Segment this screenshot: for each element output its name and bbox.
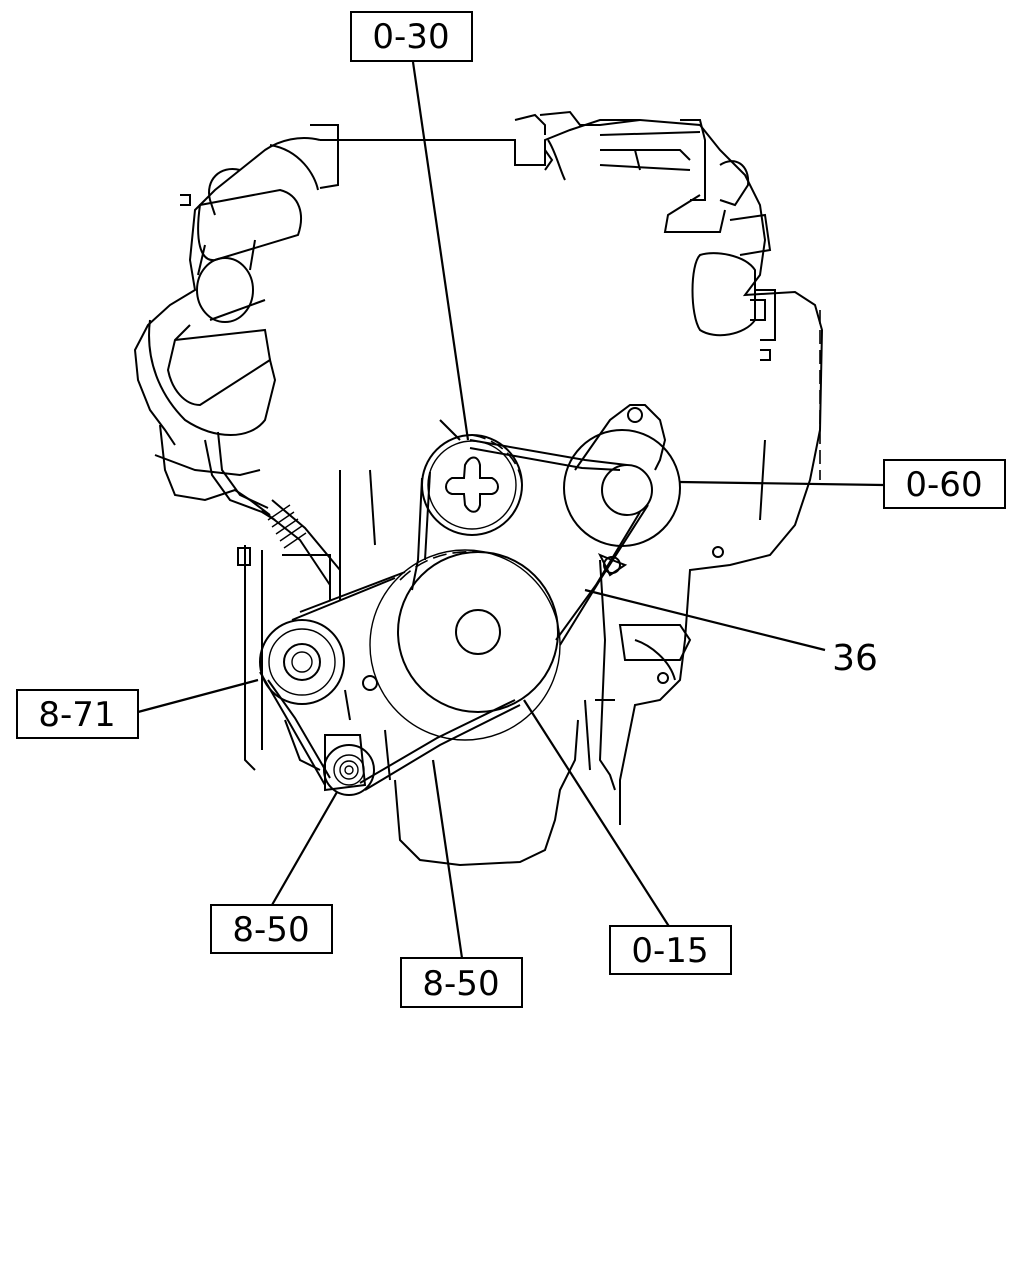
callout-top-text: 0-30 xyxy=(372,17,449,57)
callout-left: 8-71 xyxy=(16,689,139,739)
callout-bottom-center: 8-50 xyxy=(400,957,523,1008)
leader-lines xyxy=(137,61,884,959)
callout-top: 0-30 xyxy=(350,11,473,62)
idler-pulley xyxy=(259,619,345,705)
crank-pulley-hub xyxy=(455,609,501,655)
drive-belts xyxy=(259,439,649,791)
callout-right-text: 0-60 xyxy=(905,465,982,505)
fan-pulley xyxy=(421,434,523,536)
crank-pulley-outer xyxy=(397,551,559,713)
alternator-body xyxy=(563,429,681,547)
leader-right xyxy=(679,480,884,487)
pulley-set xyxy=(259,429,681,796)
tensioner-pulley xyxy=(323,744,375,796)
alternator-pulley xyxy=(601,464,653,516)
callout-bottom-right: 0-15 xyxy=(609,925,732,975)
leader-top xyxy=(411,61,470,441)
engine-outline xyxy=(133,110,824,867)
callout-belt-ref: 36 xyxy=(832,638,878,679)
callout-belt-ref-text: 36 xyxy=(832,638,878,679)
leader-left xyxy=(137,678,259,714)
leader-bottom-left xyxy=(271,791,338,906)
leader-bottom-right xyxy=(523,699,671,929)
leader-bottom-center xyxy=(431,759,464,959)
callout-bottom-left: 8-50 xyxy=(210,904,333,954)
callout-bottom-center-text: 8-50 xyxy=(422,964,499,1004)
leader-belt xyxy=(584,588,826,652)
callout-bottom-right-text: 0-15 xyxy=(631,931,708,971)
callout-right: 0-60 xyxy=(883,459,1006,509)
callout-left-text: 8-71 xyxy=(38,695,115,735)
callout-bottom-left-text: 8-50 xyxy=(232,910,309,950)
